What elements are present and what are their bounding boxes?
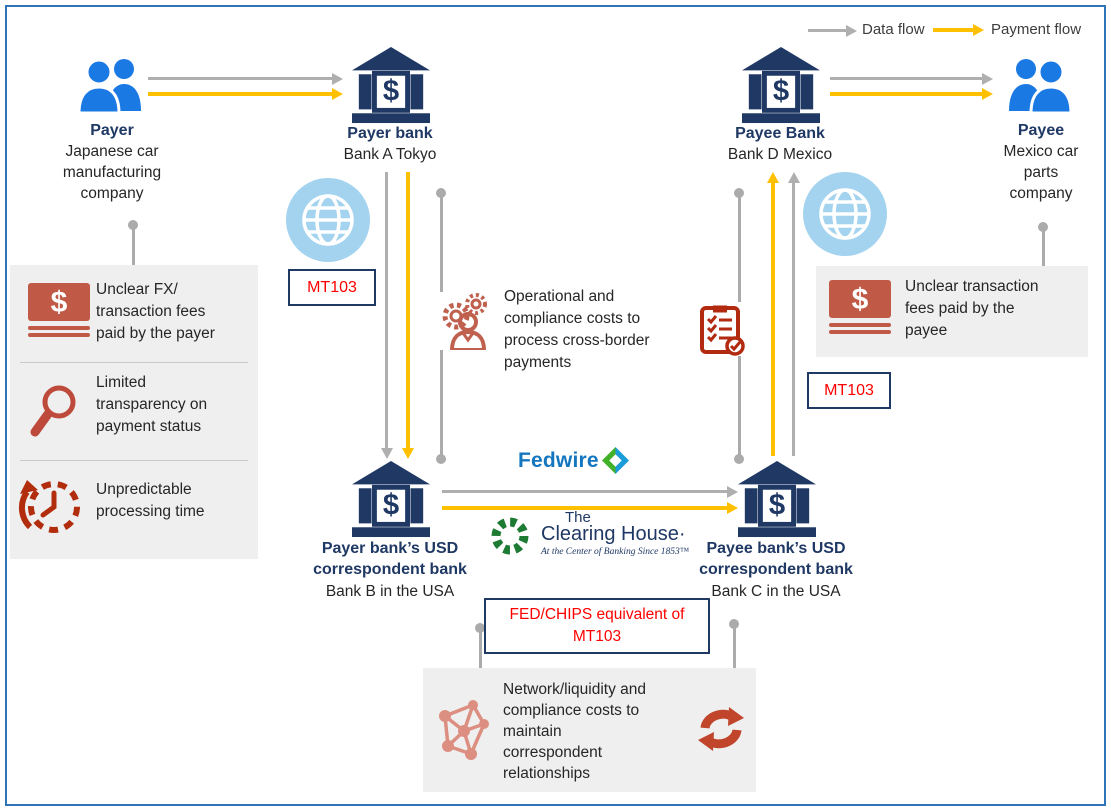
payer-desc: Japanese car manufacturing company <box>62 143 162 202</box>
arrow-payment-corrbankC-to-payeebank <box>771 183 775 456</box>
refresh-icon <box>698 707 744 751</box>
payer-title: Payer <box>90 122 134 139</box>
panel-divider <box>20 362 248 363</box>
connector-payee-issue <box>1042 230 1045 267</box>
payer-corr-bank-desc: Bank B in the USA <box>325 583 455 600</box>
clearing-house-tagline: At the Center of Banking Since 1853™ <box>541 547 690 557</box>
legend-data-flow-arrow-icon <box>808 29 846 32</box>
operational-costs-text: Operational and compliance costs to proc… <box>504 288 650 371</box>
money-icon: $ <box>829 280 891 334</box>
svg-text:$: $ <box>383 76 399 108</box>
svg-text:$: $ <box>773 76 789 108</box>
svg-text:$: $ <box>383 490 399 522</box>
bank-icon: $ <box>742 46 820 124</box>
svg-text:$: $ <box>852 283 869 316</box>
connector-dot <box>729 619 739 629</box>
fedwire-wordmark: Fedwire <box>518 448 599 472</box>
connector-dot <box>436 188 446 198</box>
svg-text:$: $ <box>769 490 785 522</box>
connector-network-right <box>733 627 736 669</box>
diagram-frame <box>5 5 1106 806</box>
clearing-house-gear-icon <box>491 517 529 555</box>
connector-dot <box>475 623 485 633</box>
connector-dot <box>128 220 138 230</box>
clipboard-check-icon <box>699 302 745 356</box>
svg-text:$: $ <box>51 286 68 319</box>
payee-title: Payee <box>1017 122 1065 139</box>
payer-bank-title: Payer bank <box>347 125 433 142</box>
clearing-house-logo: The Clearing House· At the Center of Ban… <box>487 509 690 558</box>
payee-bank-desc: Bank D Mexico <box>727 146 833 163</box>
arrow-data-corrbankB-to-corrbankC <box>442 490 727 493</box>
payee-issue-fees-text: Unclear transaction fees paid by the pay… <box>905 278 1039 339</box>
arrow-data-payer-to-payerbank <box>148 77 332 80</box>
globe-icon <box>286 178 370 262</box>
payee-bank-title: Payee Bank <box>735 125 825 142</box>
money-icon: $ <box>28 283 90 337</box>
payer-issue-processing-text: Unpredictable processing time <box>96 481 205 520</box>
legend-data-flow-label: Data flow <box>862 21 925 38</box>
arrow-payment-payer-to-payerbank <box>148 92 332 96</box>
people-icon <box>1009 58 1073 114</box>
network-costs-text: Network/liquidity and compliance costs t… <box>503 681 647 782</box>
arrow-data-payerbank-to-corrbankB <box>385 172 388 448</box>
clearing-house-wordmark: Clearing House· <box>541 523 686 545</box>
payer-issue-transparency-text: Limited transparency on payment status <box>96 374 208 435</box>
connector-payer-issues <box>132 228 135 266</box>
people-icon <box>77 58 141 114</box>
arrow-payment-payerbank-to-corrbankB <box>406 172 410 448</box>
connector-dot <box>734 188 744 198</box>
bank-icon: $ <box>352 460 430 538</box>
arrow-data-corrbankC-to-payeebank <box>792 183 795 456</box>
mt103-label-right: MT103 <box>807 372 891 409</box>
payee-corr-bank-title: Payee bank’s USD correspondent bank <box>699 540 853 578</box>
bank-icon: $ <box>738 460 816 538</box>
fedchips-label: FED/CHIPS equivalent of MT103 <box>484 598 710 654</box>
payer-corr-bank-title: Payer bank’s USD correspondent bank <box>313 540 467 578</box>
mt103-label-left: MT103 <box>288 269 376 306</box>
magnifier-icon <box>30 385 76 437</box>
arrow-data-payeebank-to-payee <box>830 77 982 80</box>
clock-icon <box>18 480 80 533</box>
payer-issue-fees-text: Unclear FX/ transaction fees paid by the… <box>96 281 215 342</box>
payer-bank-desc: Bank A Tokyo <box>343 146 437 163</box>
fedwire-diamond-icon <box>601 447 629 474</box>
connector-dot <box>436 454 446 464</box>
panel-divider <box>20 460 248 461</box>
legend-payment-flow-arrow-icon <box>933 28 973 32</box>
legend-payment-flow-label: Payment flow <box>991 21 1082 38</box>
connector-dot <box>734 454 744 464</box>
clearing-house-the: The <box>565 509 591 526</box>
payee-corr-bank-desc: Bank C in the USA <box>711 583 841 600</box>
network-icon <box>439 700 489 760</box>
arrow-payment-corrbankB-to-corrbankC <box>442 506 727 510</box>
connector-dot <box>1038 222 1048 232</box>
arrow-payment-payeebank-to-payee <box>830 92 982 96</box>
connector-network-left <box>479 631 482 669</box>
globe-icon <box>803 172 887 256</box>
bank-icon: $ <box>352 46 430 124</box>
gears-person-icon <box>438 292 496 350</box>
network-costs-panel <box>423 668 756 792</box>
payee-desc: Mexico car parts company <box>1003 143 1079 202</box>
fedwire-logo: Fedwire <box>518 447 629 474</box>
